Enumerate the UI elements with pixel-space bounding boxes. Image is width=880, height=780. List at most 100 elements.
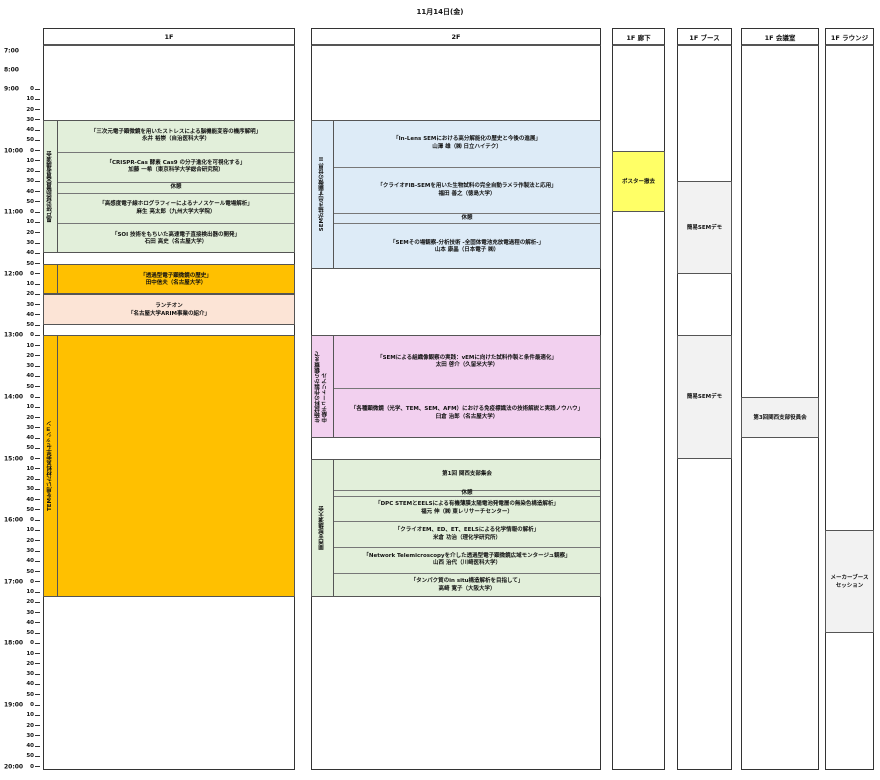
minute-tick: 0	[22, 209, 40, 215]
hour-label: 12:00	[4, 270, 24, 278]
minute-tick: 10	[22, 589, 40, 595]
talk-title: 「三次元電子顕微鏡を用いたストレスによる脳機能変容の機序解明」	[90, 128, 262, 135]
session-block[interactable]: 生物試料の作製から観察まで中級チュートリアル「SEMによる組織像観察の実践：vE…	[311, 335, 601, 439]
session-block[interactable]: 風戸研究奨励賞受賞者講演会「三次元電子顕微鏡を用いたストレスによる脳機能変容の機…	[43, 119, 295, 254]
minute-label: 0	[30, 578, 34, 585]
tick-mark	[35, 283, 40, 285]
minute-label: 10	[26, 157, 34, 164]
tick-mark	[35, 540, 40, 542]
talk-slot[interactable]: 「透過型電子顕微鏡の歴史」田中信夫（名古屋大学）	[58, 265, 294, 296]
tick-mark	[35, 632, 40, 634]
talk-slot[interactable]: 第1回 関西支部集会	[334, 460, 600, 491]
column-header-c1f: 1F	[43, 28, 295, 46]
break-slot[interactable]: 休憩	[334, 213, 600, 223]
column-header-c1fb: 1F ブース	[677, 28, 732, 46]
session-block[interactable]: メーカーブースセッション	[825, 530, 874, 634]
talk-slot[interactable]: ランチオン「名古屋大学ARIM事業の紹介」	[44, 295, 294, 326]
speaker: 田中信夫（名古屋大学）	[145, 279, 207, 286]
talk-slot[interactable]: 簡易SEMデモ	[678, 182, 731, 274]
session-block[interactable]: 「透過型電子顕微鏡の歴史」田中信夫（名古屋大学）	[43, 263, 295, 296]
talk-slot[interactable]: 「クライオEM、ED、ET、EELSによる化学情報の解析」米倉 功治（理化学研究…	[334, 521, 600, 547]
minute-label: 0	[30, 147, 34, 154]
session-block[interactable]: 第3回関西支部役員会	[741, 397, 819, 439]
talk-slot[interactable]: 「SEMその場観察-分析技術 -全固体電池充放電過程の解析-」山本 康晶（日本電…	[334, 223, 600, 269]
session-block[interactable]: ランチオン「名古屋大学ARIM事業の紹介」	[43, 294, 295, 326]
talk-slot[interactable]: ポスター撤去	[613, 152, 664, 214]
minute-label: 20	[26, 599, 34, 606]
tick-mark	[35, 509, 40, 511]
minute-label: 50	[26, 691, 34, 698]
session-block[interactable]: ポスター撤去	[612, 150, 665, 214]
session-block[interactable]: 関西支部講演大会 第1回 関西支部集会休憩「DPC STEMとEELSによる有機薄…	[311, 458, 601, 598]
minute-label: 0	[30, 332, 34, 339]
talk-slot[interactable]: 「高感度電子線ホログラフィーによるナノスケール電場解析」麻生 亮太郎（九州大学大…	[58, 192, 294, 224]
tick-mark	[35, 170, 40, 172]
tick-mark	[35, 581, 40, 583]
session-content: 第1回 関西支部集会休憩「DPC STEMとEELSによる有機薄膜太陽電池発電層…	[334, 460, 600, 597]
minute-tick: 10	[22, 527, 40, 533]
talk-slot[interactable]: 第3回関西支部役員会	[742, 398, 818, 439]
minute-tick: 20	[22, 661, 40, 667]
tick-mark	[35, 766, 40, 768]
talk-slot[interactable]: 「タンパク質のin situ構造解析を目指して」高崎 寛子（大阪大学）	[334, 572, 600, 599]
column-header-c1fl: 1F ラウンジ	[825, 28, 874, 46]
minute-label: 10	[26, 712, 34, 719]
minute-tick: 20	[22, 538, 40, 544]
talk-slot[interactable]: 「SOI 技術をもちいた高速電子直接検出器の開発」石田 高史（名古屋大学）	[58, 223, 294, 254]
talk-slot[interactable]: メーカーブースセッション	[826, 531, 873, 634]
talk-slot[interactable]: 「クライオFIB-SEMを用いた生物試料の完全自動ラメラ作製法と応用」福田 善之…	[334, 166, 600, 213]
minute-label: 40	[26, 188, 34, 195]
minute-tick: 30	[22, 425, 40, 431]
tick-mark	[35, 601, 40, 603]
session-block[interactable]: SEMが描き出す顕微の世界 II 「In-Lens SEMにおける高分解能化の歴史…	[311, 119, 601, 269]
minute-tick: 10	[22, 96, 40, 102]
session-block[interactable]: 簡易SEMデモ	[677, 335, 732, 459]
talk-title: ポスター撤去	[621, 178, 655, 185]
minute-label: 0	[30, 763, 34, 770]
speaker: 石田 高史（名古屋大学）	[144, 239, 208, 246]
session-content: ランチオン「名古屋大学ARIM事業の紹介」	[44, 295, 294, 324]
minute-label: 40	[26, 250, 34, 257]
minute-label: 0	[30, 702, 34, 708]
talk-slot[interactable]: 「Network Telemicroscopyを介した透過型電子顕微鏡広域モンタ…	[334, 546, 600, 573]
minute-label: 10	[26, 465, 34, 472]
hour-label: 13:00	[4, 331, 24, 339]
hour-label: 7:00	[4, 47, 19, 55]
minute-label: 30	[26, 363, 34, 370]
session-title-line: SEMが描き出す顕微の世界 II	[318, 157, 325, 232]
speaker: 「名古屋大学ARIM事業の紹介」	[127, 310, 210, 317]
talk-slot[interactable]: 「CRISPR-Cas 酵素 Cas9 の分子進化を可視化する」加藤 一希（東京…	[58, 151, 294, 183]
session-title: 関西支部講演大会	[319, 506, 326, 550]
talk-slot[interactable]: 簡易SEMデモ	[678, 336, 731, 459]
talk-title: ランチオン	[155, 303, 183, 310]
minute-tick: 50	[22, 137, 40, 143]
minute-label: 30	[26, 424, 34, 431]
tick-mark	[35, 98, 40, 100]
minute-label: 50	[26, 506, 34, 513]
minute-tick: 30	[22, 548, 40, 554]
minute-tick: 40	[22, 435, 40, 441]
session-block[interactable]: 簡易SEMデモ	[677, 181, 732, 274]
session-content: 「In-Lens SEMにおける高分解能化の歴史と今後の進展」山澤 雄（㈱ 日立…	[334, 121, 600, 268]
talk-slot[interactable]: 「DPC STEMとEELSによる有機薄膜太陽電池発電層の無染色構造解析」福元 …	[334, 495, 600, 522]
minute-tick: 50	[22, 322, 40, 328]
speaker: 臼倉 治郎（名古屋大学）	[435, 413, 499, 420]
minute-tick: 50	[22, 753, 40, 759]
session-block[interactable]: TEMを用いた材料系若手セッション	[43, 335, 295, 598]
tick-mark	[35, 571, 40, 573]
talk-slot[interactable]: 「In-Lens SEMにおける高分解能化の歴史と今後の進展」山澤 雄（㈱ 日立…	[334, 121, 600, 167]
session-title-column: SEMが描き出す顕微の世界 II	[312, 120, 334, 268]
break-slot[interactable]: 休憩	[334, 490, 600, 496]
tick-mark	[35, 406, 40, 408]
talk-slot[interactable]: 「三次元電子顕微鏡を用いたストレスによる脳機能変容の機序解明」永井 裕崇（自治医…	[58, 121, 294, 152]
talk-slot[interactable]: 「各種顕微鏡（光学、TEM、SEM、AFM）における免疫標識法の技術解説と実践ノ…	[334, 387, 600, 439]
talk-slot[interactable]: 「SEMによる組織像観察の実践：vEMに向けた試料作製と条件最適化」太田 啓介（…	[334, 336, 600, 387]
session-content: 簡易SEMデモ	[678, 336, 731, 457]
minute-tick: 20	[22, 230, 40, 236]
break-slot[interactable]: 休憩	[58, 182, 294, 192]
talk-slot[interactable]	[58, 336, 294, 598]
tick-mark	[35, 714, 40, 716]
minute-tick: 20	[22, 723, 40, 729]
minute-label: 10	[26, 650, 34, 657]
talk-title: 休憩	[461, 215, 473, 222]
